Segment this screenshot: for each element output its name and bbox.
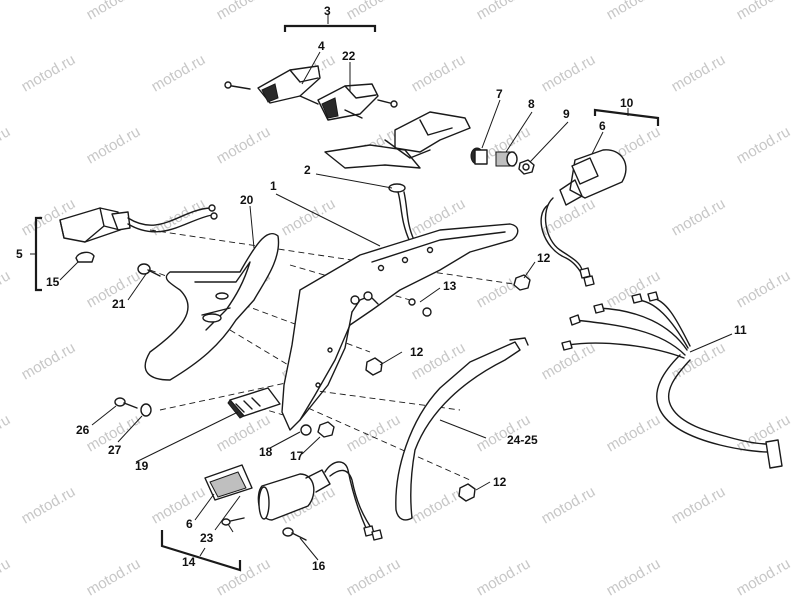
callout-1: 1 [270,179,277,193]
watermark-text: motod.ru [734,411,794,455]
callout-12-bottom: 12 [493,475,507,489]
watermark-text: motod.ru [84,123,144,167]
callout-17: 17 [290,449,304,463]
callout-11: 11 [734,323,747,337]
watermark-text: motod.ru [604,0,664,23]
watermark-text: motod.ru [84,555,144,599]
reflector [227,387,281,419]
watermark-text: motod.ru [669,195,729,239]
watermark-text: motod.ru [604,411,664,455]
screw-part-2 [388,183,415,243]
watermark-text: motod.ru [474,555,534,599]
watermark-text: motod.ru [19,339,79,383]
watermark-text: motod.ru [474,0,534,23]
watermark-text: motod.ru [734,123,794,167]
callout-8: 8 [528,97,535,111]
watermark-text: motod.ru [539,51,599,95]
watermark-text: motod.ru [409,51,469,95]
callout-16: 16 [312,559,326,573]
watermark-text: motod.ru [734,555,794,599]
watermark-text: motod.ru [0,411,13,455]
callout-23: 23 [200,531,214,545]
nuts [300,274,531,502]
callout-6-left: 6 [186,517,193,531]
watermark-text: motod.ru [149,483,209,527]
upper-bracket [324,111,471,169]
callout-12-mid: 12 [410,345,424,359]
watermark-text: motod.ru [0,555,13,599]
callout-4: 4 [318,39,325,53]
callout-21: 21 [112,297,126,311]
callout-26: 26 [76,423,90,437]
callout-3: 3 [324,4,331,18]
watermark-text: motod.ru [604,267,664,311]
spacer-parts [470,147,535,175]
watermark-text: motod.ru [214,0,274,23]
callout-9: 9 [563,107,570,121]
watermark-text: motod.ru [19,51,79,95]
watermark-text: motod.ru [0,0,13,23]
wiring-harness [561,291,783,469]
callout-24-25: 24-25 [507,433,538,447]
watermark-text: motod.ru [84,0,144,23]
screw-part-26 [114,397,152,417]
lamp-screws [299,95,398,119]
plate-support [144,232,280,381]
tail-bracket [281,223,519,431]
callout-6-right: 6 [599,119,606,133]
watermark-text: motod.ru [669,483,729,527]
callout-18: 18 [259,445,273,459]
rear-lamp-assembly [224,65,379,121]
callout-12-top: 12 [537,251,551,265]
watermark-text: motod.ru [214,123,274,167]
leader-lines [30,14,733,561]
watermark-text: motod.ru [669,51,729,95]
watermark-text: motod.ru [344,555,404,599]
watermark-text: motod.ru [0,123,13,167]
callout-20: 20 [240,193,254,207]
turn-signal-left [204,461,383,541]
watermark-text: motod.ru [734,0,794,23]
watermark-text: motod.ru [604,555,664,599]
callout-7: 7 [496,87,503,101]
callout-22: 22 [342,49,356,63]
callout-labels: 3 4 22 7 8 9 10 6 2 1 20 5 15 21 12 13 1… [16,4,747,573]
licence-lamp [59,204,218,263]
callout-15: 15 [46,275,60,289]
callout-14: 14 [182,555,196,569]
screw-part-21 [137,263,161,277]
callout-2: 2 [304,163,311,177]
watermark-text: motod.ru [279,195,339,239]
watermark-text: motod.ru [19,483,79,527]
rear-mudguard [395,337,529,521]
callout-27: 27 [108,443,122,457]
callout-19: 19 [135,459,149,473]
watermark-text: motod.ru [669,339,729,383]
watermark-text: motod.ru [734,267,794,311]
callout-5: 5 [16,247,23,261]
watermark-text: motod.ru [149,51,209,95]
watermark-text: motod.ru [344,0,404,23]
callout-10: 10 [620,96,634,110]
watermark-text: motod.ru [0,267,13,311]
turn-signal-right [540,149,627,287]
watermark-text: motod.ru [539,483,599,527]
watermark-text: motod.ru [344,411,404,455]
watermark-text: motod.ru [214,555,274,599]
callout-13: 13 [443,279,457,293]
